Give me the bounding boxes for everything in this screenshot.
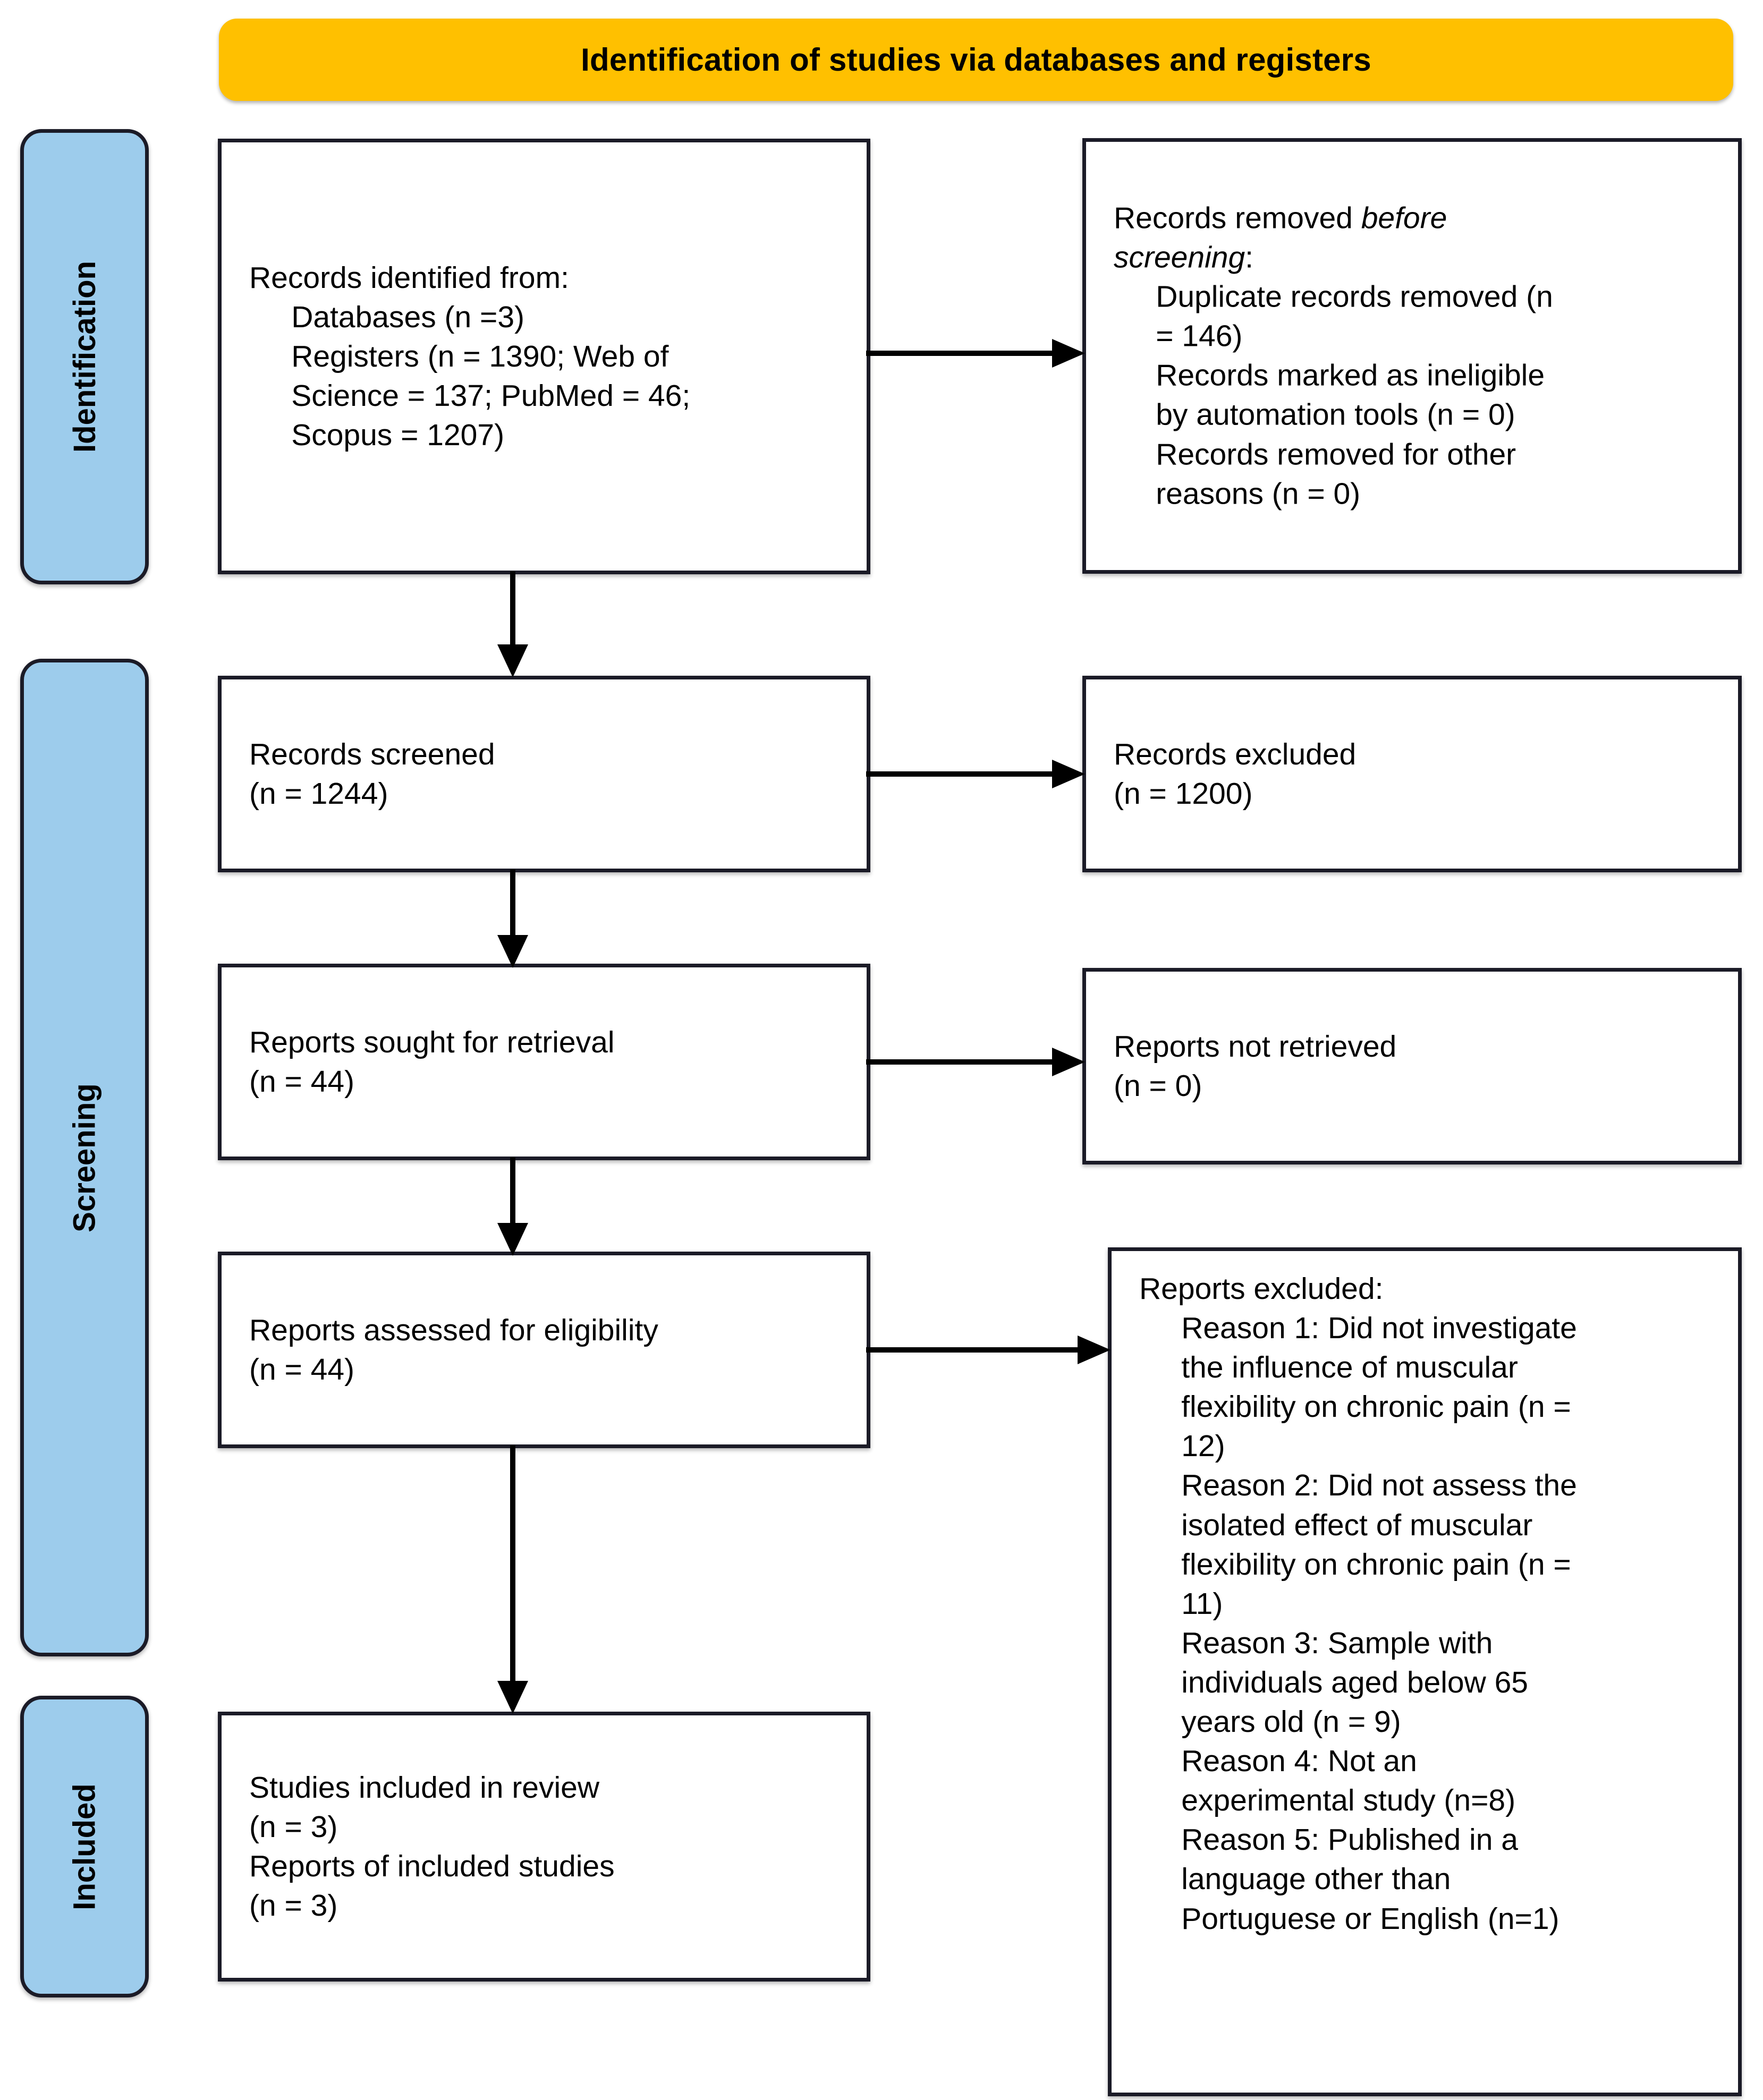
box-records-identified-text: Records identified from: Databases (n =3… bbox=[249, 260, 691, 453]
stage-label-screening: Screening bbox=[20, 659, 149, 1656]
arrow-sought-to-not-retrieved bbox=[866, 1043, 1089, 1081]
page-title: Identification of studies via databases … bbox=[581, 42, 1371, 78]
arrow-identified-to-screened bbox=[491, 571, 534, 680]
box-reports-assessed-text: Reports assessed for eligibility (n = 44… bbox=[249, 1313, 658, 1387]
stage-included-text: Included bbox=[67, 1783, 102, 1910]
box-reports-not-retrieved: Reports not retrieved (n = 0) bbox=[1082, 968, 1742, 1164]
removed-line1-italic: before bbox=[1361, 201, 1447, 235]
box-reports-excluded-text: Reports excluded: Reason 1: Did not inve… bbox=[1139, 1272, 1577, 1936]
box-studies-included-text: Studies included in review (n = 3) Repor… bbox=[249, 1770, 615, 1923]
removed-line1-prefix: Records removed bbox=[1114, 201, 1361, 235]
removed-line2-suffix: : bbox=[1245, 240, 1253, 275]
arrow-screened-to-excluded bbox=[866, 755, 1089, 793]
box-records-excluded-text: Records excluded (n = 1200) bbox=[1114, 737, 1357, 811]
box-reports-excluded-with-reasons: Reports excluded: Reason 1: Did not inve… bbox=[1108, 1247, 1742, 2096]
box-reports-sought-text: Reports sought for retrieval (n = 44) bbox=[249, 1025, 615, 1099]
diagram-header-banner: Identification of studies via databases … bbox=[219, 19, 1733, 101]
stage-screening-text: Screening bbox=[67, 1083, 102, 1232]
arrow-identified-to-removed bbox=[866, 335, 1089, 372]
box-records-identified: Records identified from: Databases (n =3… bbox=[218, 139, 870, 574]
box-records-removed-before-screening: Records removed before screening: Duplic… bbox=[1082, 138, 1742, 574]
box-records-excluded: Records excluded (n = 1200) bbox=[1082, 676, 1742, 872]
arrow-screened-to-sought bbox=[491, 869, 534, 970]
arrow-assessed-to-reports-excluded bbox=[866, 1331, 1115, 1368]
arrow-sought-to-assessed bbox=[491, 1157, 534, 1258]
stage-identification-text: Identification bbox=[67, 261, 102, 453]
box-reports-assessed-for-eligibility: Reports assessed for eligibility (n = 44… bbox=[218, 1252, 870, 1448]
box-records-screened-text: Records screened (n = 1244) bbox=[249, 737, 495, 811]
stage-label-included: Included bbox=[20, 1696, 149, 1997]
removed-line2-italic: screening bbox=[1114, 240, 1245, 275]
box-records-removed-text: Records removed before screening: Duplic… bbox=[1114, 199, 1722, 514]
arrow-assessed-to-included bbox=[491, 1445, 534, 1716]
box-reports-not-retrieved-text: Reports not retrieved (n = 0) bbox=[1114, 1029, 1397, 1103]
box-studies-included-in-review: Studies included in review (n = 3) Repor… bbox=[218, 1712, 870, 1982]
removed-body: Duplicate records removed (n = 146) Reco… bbox=[1156, 279, 1553, 511]
box-reports-sought-for-retrieval: Reports sought for retrieval (n = 44) bbox=[218, 964, 870, 1160]
stage-label-identification: Identification bbox=[20, 129, 149, 584]
box-records-screened: Records screened (n = 1244) bbox=[218, 676, 870, 872]
